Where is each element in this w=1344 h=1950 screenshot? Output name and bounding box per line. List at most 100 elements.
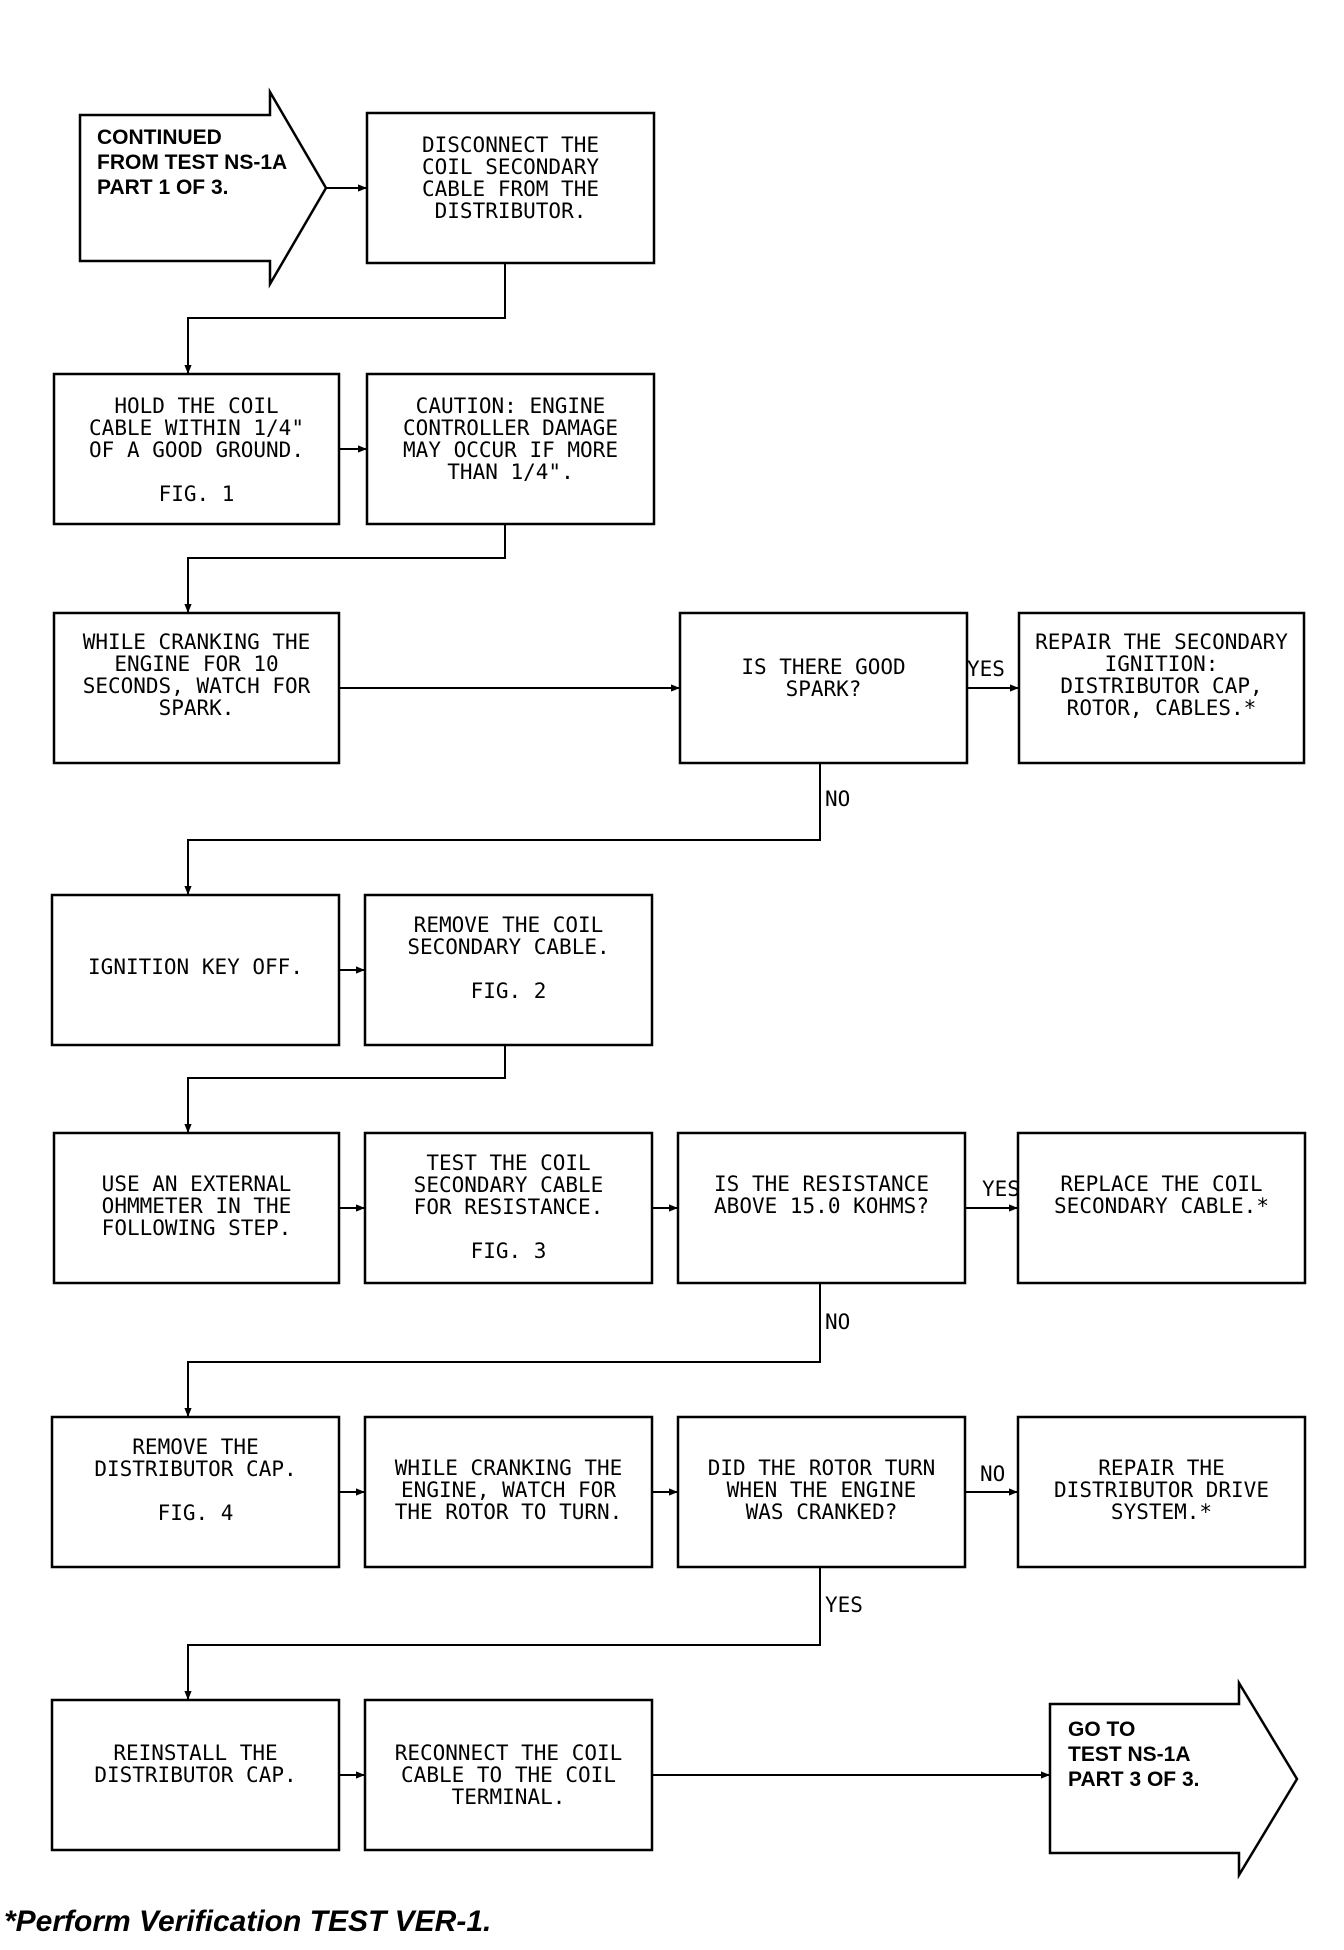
step-text-line: OF A GOOD GROUND. <box>89 438 304 462</box>
connector-caution-to-watch-spark <box>184 524 506 613</box>
step-text-line: FOR RESISTANCE. <box>414 1195 604 1219</box>
step-text-line: DISTRIBUTOR DRIVE <box>1054 1478 1269 1502</box>
connector-remove-cable-to-ohmmeter <box>184 1045 506 1133</box>
step-box <box>363 1415 654 1569</box>
step-text-line: IS THERE GOOD <box>741 655 905 679</box>
step-text-line: WHEN THE ENGINE <box>727 1478 917 1502</box>
step-text-line: REMOVE THE COIL <box>414 913 604 937</box>
step-text-line: ENGINE FOR 10 <box>114 652 278 676</box>
step-text-line: CAUTION: ENGINE <box>416 394 606 418</box>
step-text-line: SPARK. <box>159 696 235 720</box>
branch-label-spark-yes: YES <box>967 657 1005 681</box>
step-text-line: REPLACE THE COIL <box>1060 1172 1262 1196</box>
step-text-line: ROTOR, CABLES.* <box>1067 696 1257 720</box>
step-text-line: IGNITION KEY OFF. <box>88 955 303 979</box>
step-text-line: SECONDARY CABLE <box>414 1173 604 1197</box>
step-text-line: USE AN EXTERNAL <box>102 1172 292 1196</box>
branch-label-rotor-yes: YES <box>825 1593 863 1617</box>
step-text-line: CABLE TO THE COIL <box>401 1763 616 1787</box>
end-arrow-outline <box>1048 1678 1299 1880</box>
step-text-line: REPAIR THE <box>1098 1456 1224 1480</box>
connector-disconnect-to-hold <box>184 263 506 374</box>
step-text-line: DID THE ROTOR TURN <box>708 1456 936 1480</box>
connector-rotor-yes <box>184 1567 821 1700</box>
step-text-line: RECONNECT THE COIL <box>395 1741 623 1765</box>
step-box <box>363 1698 654 1852</box>
start-text-line: PART 1 OF 3. <box>97 176 228 199</box>
step-text-line: IGNITION: <box>1105 652 1219 676</box>
step-repair-secondary-ignition: REPAIR THE SECONDARYIGNITION:DISTRIBUTOR… <box>1017 611 1306 765</box>
step-text-line: ENGINE, WATCH FOR <box>401 1478 616 1502</box>
start-text-line: CONTINUED <box>97 126 222 149</box>
step-text-line: HOLD THE COIL <box>114 394 278 418</box>
step-text-line: COIL SECONDARY <box>422 155 599 179</box>
step-text-line: CABLE WITHIN 1/4" <box>89 416 304 440</box>
connectors <box>184 184 1050 1779</box>
step-box <box>50 893 341 1047</box>
end-text-line: GO TO <box>1068 1718 1135 1741</box>
step-text-line: DISCONNECT THE <box>422 133 599 157</box>
verification-footnote: *Perform Verification TEST VER-1. <box>4 1905 492 1938</box>
step-text-line: DISTRIBUTOR CAP. <box>94 1763 296 1787</box>
branch-label-spark-no: NO <box>825 787 850 811</box>
branch-label-resistance-yes: YES <box>982 1177 1020 1201</box>
connector-spark-no <box>184 763 821 895</box>
step-box <box>1016 1415 1307 1569</box>
step-text-line: THAN 1/4". <box>447 460 573 484</box>
step-box <box>52 611 341 765</box>
step-text-line: CONTROLLER DAMAGE <box>403 416 618 440</box>
step-text-line: FOLLOWING STEP. <box>102 1216 292 1240</box>
step-text-line: FIG. 1 <box>159 482 235 506</box>
step-text-line: MAY OCCUR IF MORE <box>403 438 618 462</box>
step-box <box>52 372 341 526</box>
step-box <box>52 1131 341 1285</box>
end-text-line: TEST NS-1A <box>1068 1743 1191 1766</box>
step-box <box>1017 611 1306 765</box>
step-text-line: SECONDARY CABLE. <box>407 935 609 959</box>
branch-label-rotor-no: NO <box>980 1462 1005 1486</box>
step-text-line: WHILE CRANKING THE <box>83 630 311 654</box>
step-box <box>50 1698 341 1852</box>
step-box <box>365 372 656 526</box>
step-text-line: FIG. 2 <box>471 979 547 1003</box>
step-text-line: OHMMETER IN THE <box>102 1194 292 1218</box>
step-box <box>365 111 656 265</box>
step-box <box>676 1415 967 1569</box>
step-text-line: FIG. 4 <box>158 1501 234 1525</box>
step-box <box>1016 1131 1307 1285</box>
step-text-line: REMOVE THE <box>132 1435 258 1459</box>
step-text-line: DISTRIBUTOR CAP, <box>1060 674 1262 698</box>
step-text-line: REPAIR THE SECONDARY <box>1035 630 1288 654</box>
step-box <box>678 611 969 765</box>
step-text-line: SECONDARY CABLE.* <box>1054 1194 1269 1218</box>
step-text-line: DISTRIBUTOR CAP. <box>94 1457 296 1481</box>
end-text-line: PART 3 OF 3. <box>1068 1768 1199 1791</box>
start-text-line: FROM TEST NS-1A <box>97 151 287 174</box>
step-box <box>363 893 654 1047</box>
step-text-line: DISTRIBUTOR. <box>435 199 587 223</box>
step-ignition-key-off: IGNITION KEY OFF. <box>50 893 341 1047</box>
step-text-line: ABOVE 15.0 KOHMS? <box>714 1194 929 1218</box>
step-text-line: SPARK? <box>786 677 862 701</box>
step-box <box>676 1131 967 1285</box>
step-box <box>50 1415 341 1569</box>
connector-resistance-no <box>184 1283 821 1417</box>
